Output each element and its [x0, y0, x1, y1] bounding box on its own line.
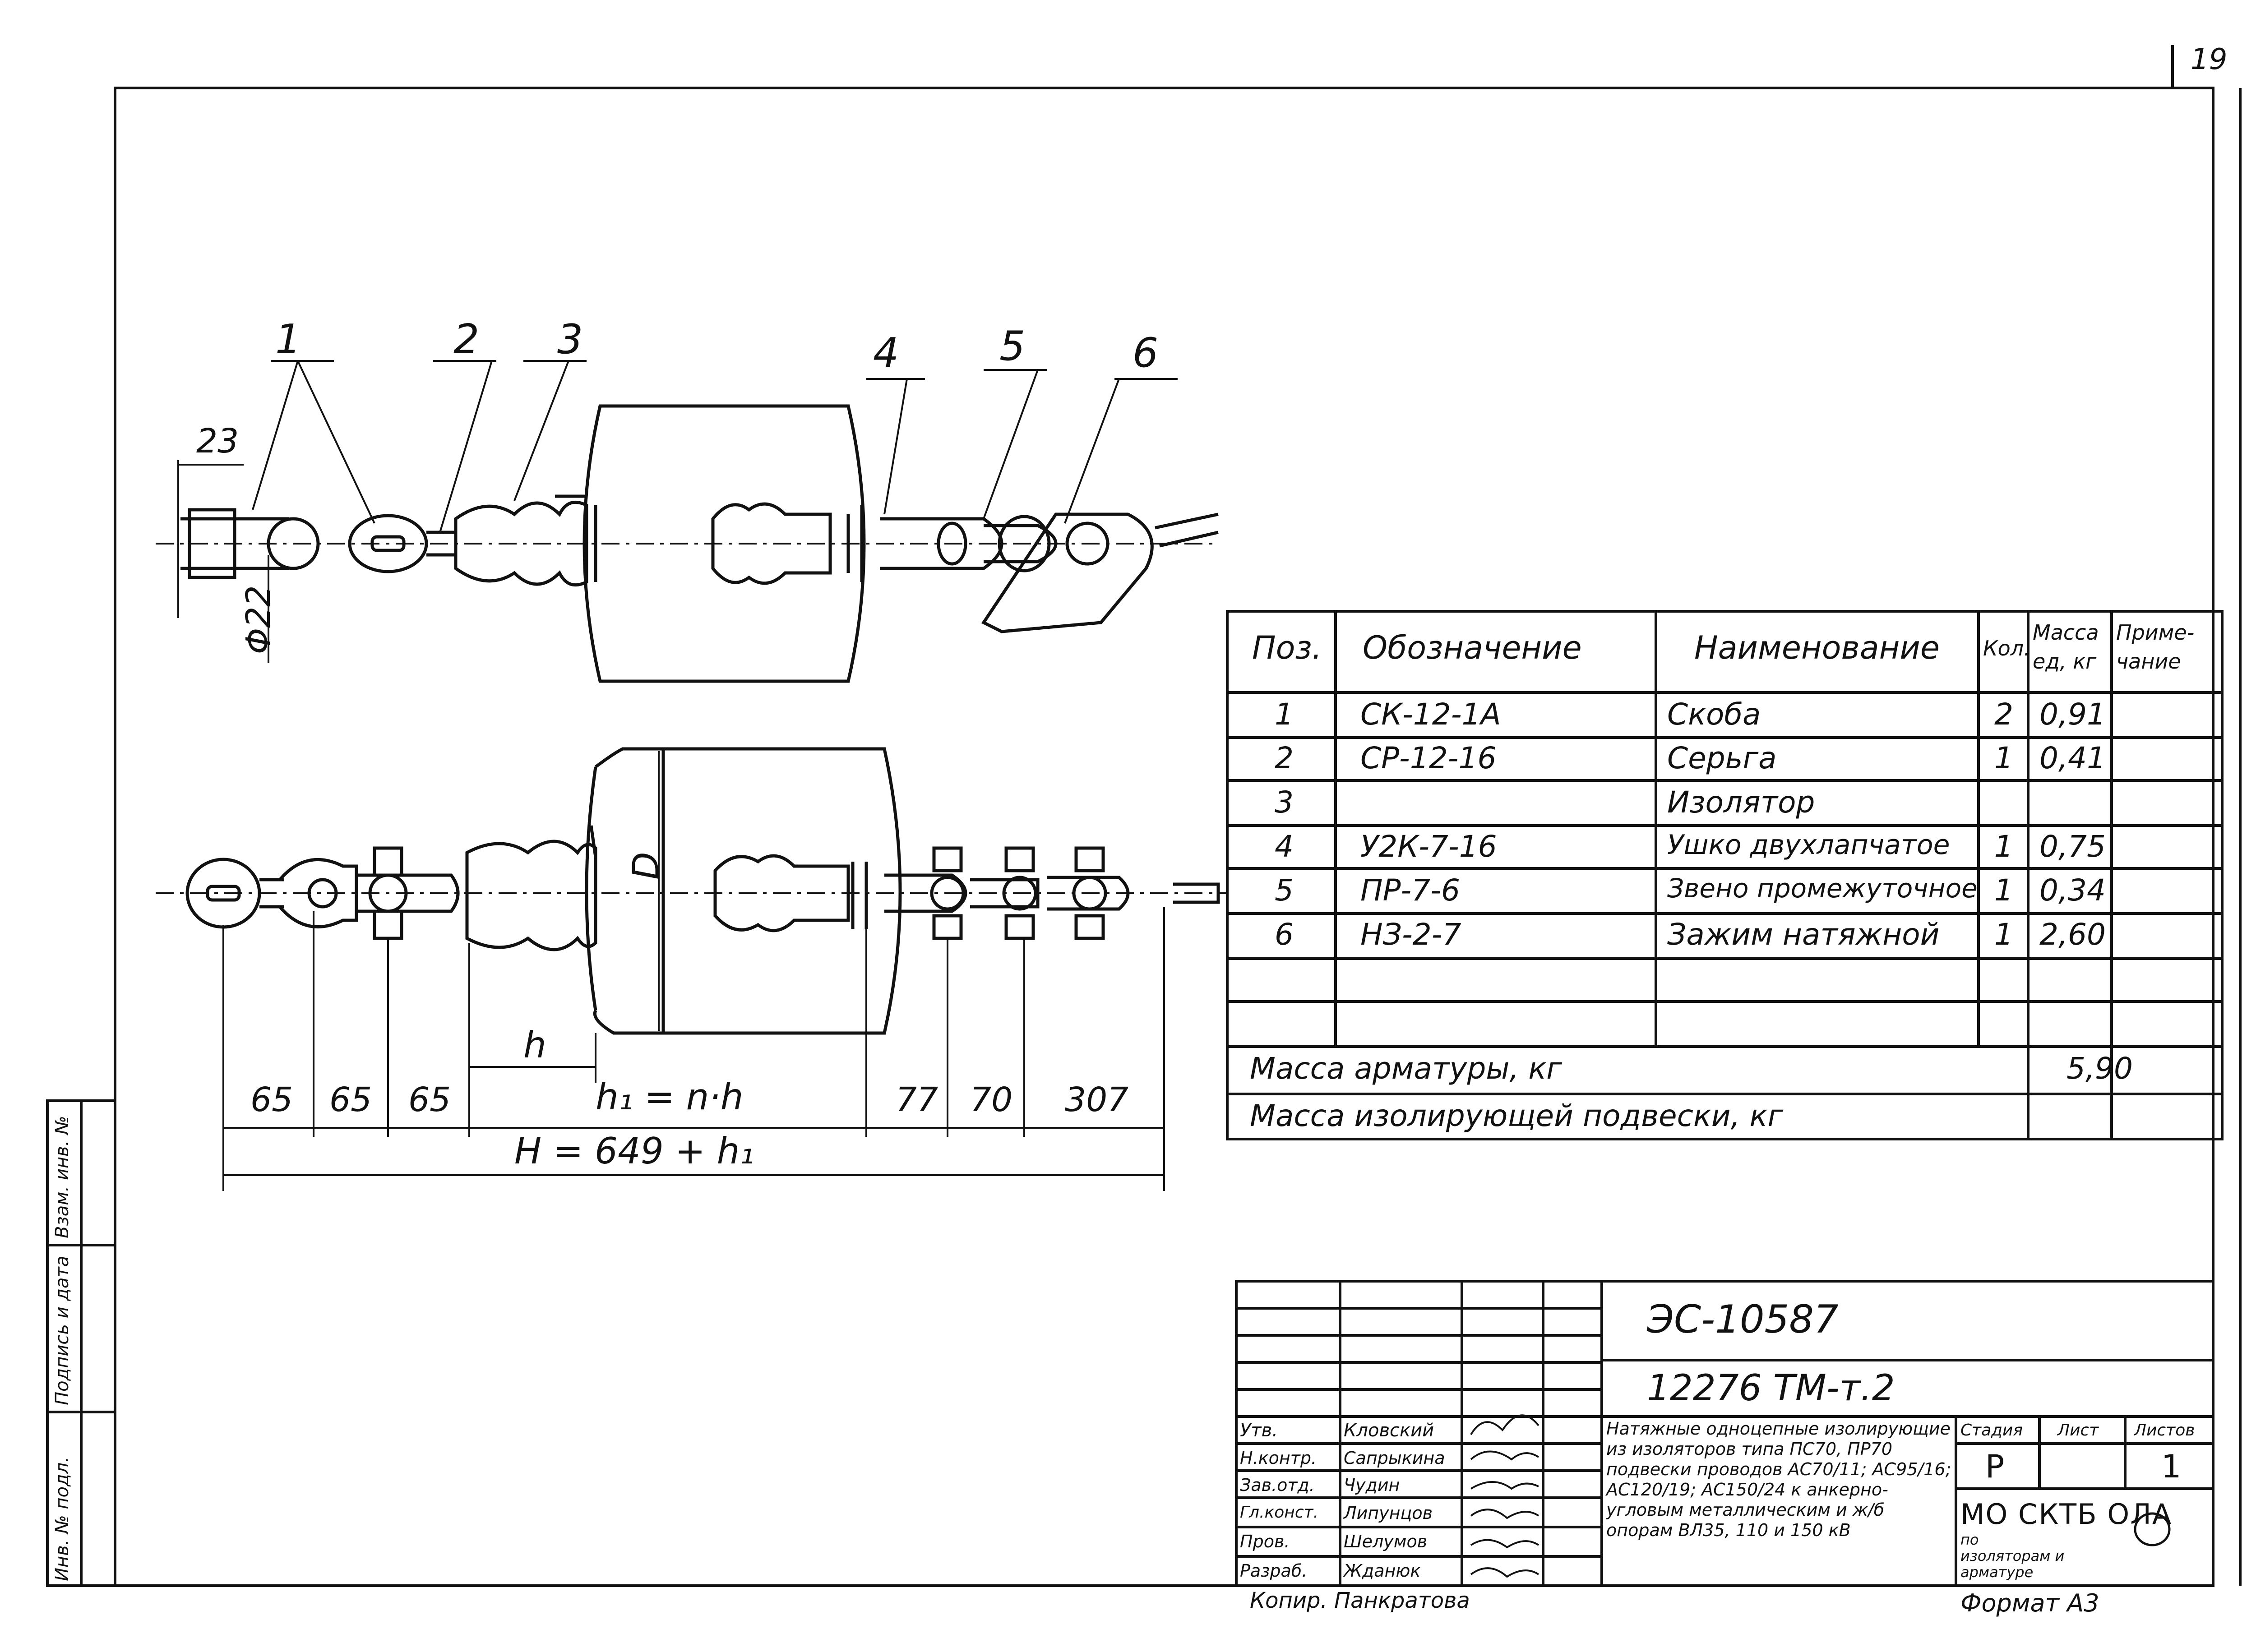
side-stamp-replaced: Взам. инв. №	[52, 1116, 73, 1238]
sheets-label: Листов	[2134, 1421, 2195, 1440]
side-view	[156, 747, 1227, 1191]
dim-diameter-D: D	[625, 852, 667, 880]
spec-qty: 1	[1994, 829, 2013, 864]
spec-header-designation: Обозначение	[1363, 629, 1582, 666]
top-dim-diameter: Φ22	[239, 585, 278, 654]
role-name: Сапрыкина	[1344, 1448, 1445, 1468]
org-name: МО СКТБ ОЛА	[1960, 1498, 2173, 1531]
spec-designation: НЗ-2-7	[1360, 917, 1461, 952]
mass-insulating-label: Масса изолирующей подвески, кг	[1250, 1098, 1784, 1133]
mass-fittings-value: 5,90	[2066, 1051, 2133, 1086]
role-label: Утв.	[1240, 1420, 1278, 1441]
spec-qty: 1	[1994, 741, 2013, 775]
role-label: Н.контр.	[1240, 1448, 1317, 1468]
role-label: Пров.	[1240, 1532, 1290, 1551]
role-name: Кловский	[1344, 1420, 1434, 1441]
callout-1: 1	[275, 316, 301, 363]
spec-name: Изолятор	[1667, 785, 1815, 820]
spec-name: Звено промежуточное	[1667, 873, 1978, 904]
callout-3: 3	[557, 316, 583, 363]
spec-mass: 2,60	[2039, 917, 2106, 952]
role-label: Гл.конст.	[1240, 1503, 1319, 1522]
spec-header-note: Приме-чание	[2116, 620, 2195, 674]
role-label: Зав.отд.	[1240, 1475, 1315, 1495]
spec-pos: 5	[1275, 873, 1294, 908]
dim-seg-5: 70	[970, 1080, 1013, 1119]
spec-pos: 2	[1275, 741, 1294, 775]
top-view	[156, 360, 1219, 683]
dim-h: h	[523, 1024, 546, 1066]
dim-seg-3: 65	[408, 1080, 451, 1119]
sheet-number: 19	[2191, 43, 2228, 76]
copied-by: Копир. Панкратова	[1250, 1588, 1470, 1613]
format-label: Формат А3	[1960, 1589, 2099, 1617]
dim-total-H: H = 649 + h₁	[514, 1130, 754, 1172]
spec-mass: 0,91	[2039, 697, 2106, 732]
dim-seg-6: 307	[1065, 1080, 1129, 1119]
spec-header-qty: Кол.	[1983, 636, 2030, 660]
dim-seg-4: 77	[896, 1080, 938, 1119]
stage-value: Р	[1985, 1448, 2005, 1485]
spec-pos: 4	[1275, 829, 1294, 864]
spec-header-name: Наименование	[1694, 629, 1940, 666]
spec-qty: 1	[1994, 873, 2013, 908]
spec-designation: У2К-7-16	[1360, 829, 1497, 864]
doc-code: ЭС-10587	[1647, 1297, 1839, 1342]
callout-5: 5	[999, 323, 1026, 370]
dim-seg-1: 65	[250, 1080, 293, 1119]
spec-header-pos: Поз.	[1252, 629, 1322, 666]
spec-mass: 0,41	[2039, 741, 2106, 775]
title-block-grid	[1235, 1280, 2214, 1587]
role-name: Шелумов	[1344, 1532, 1428, 1551]
role-label: Разраб.	[1240, 1561, 1308, 1581]
spec-designation: СР-12-16	[1360, 741, 1497, 775]
spec-name: Зажим натяжной	[1667, 917, 1940, 952]
spec-mass: 0,34	[2039, 873, 2106, 908]
spec-name: Ушко двухлапчатое	[1667, 829, 1950, 861]
spec-pos: 1	[1275, 697, 1294, 732]
callout-2: 2	[453, 316, 480, 363]
side-stamp-signature: Подпись и дата	[52, 1255, 73, 1405]
sheets-value: 1	[2161, 1448, 2182, 1485]
spec-name: Серьга	[1667, 741, 1777, 775]
mass-fittings-label: Масса арматуры, кг	[1250, 1051, 1562, 1086]
spec-name: Скоба	[1667, 697, 1761, 732]
role-name: Жданюк	[1344, 1561, 1421, 1581]
stage-label: Стадия	[1960, 1421, 2023, 1440]
role-name: Чудин	[1344, 1475, 1400, 1495]
dim-h1-formula: h₁ = n·h	[596, 1076, 744, 1118]
spec-header-mass: Масса ед, кг	[2033, 620, 2099, 674]
callout-6: 6	[1133, 329, 1159, 377]
spec-pos: 6	[1275, 917, 1294, 952]
callout-4: 4	[873, 329, 899, 377]
role-name: Липунцов	[1344, 1503, 1433, 1523]
top-dim-width: 23	[196, 422, 239, 461]
spec-mass: 0,75	[2039, 829, 2106, 864]
title-description: Натяжные одноцепные изолирующие из изоля…	[1606, 1419, 1951, 1540]
spec-qty: 2	[1994, 697, 2013, 732]
spec-designation: СК-12-1А	[1360, 697, 1501, 732]
spec-qty: 1	[1994, 917, 2013, 952]
org-subtitle: по изоляторам и арматуре	[1960, 1531, 2065, 1581]
dim-seg-2: 65	[329, 1080, 372, 1119]
sheet-label: Лист	[2057, 1421, 2099, 1440]
spec-table-grid	[1226, 610, 2224, 1140]
spec-pos: 3	[1275, 785, 1294, 820]
project-code: 12276 ТМ-т.2	[1647, 1367, 1895, 1409]
spec-designation: ПР-7-6	[1360, 873, 1461, 908]
drawing-frame	[114, 87, 2214, 1587]
side-stamp-inv: Инв. № подл.	[52, 1457, 73, 1581]
